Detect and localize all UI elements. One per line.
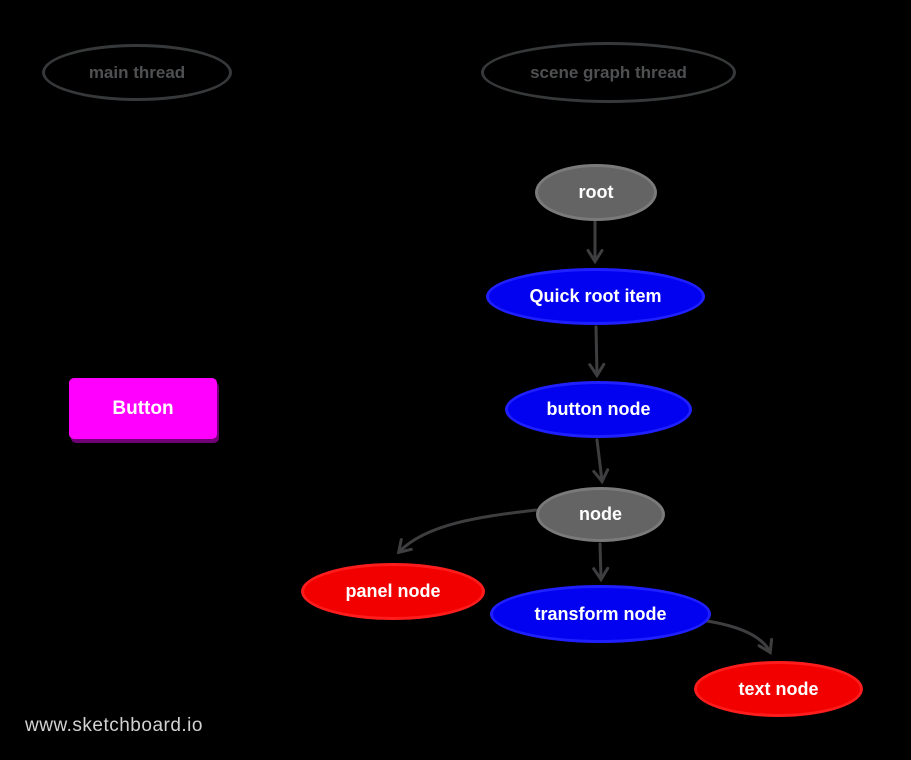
edge-transform-node-to-text-node <box>705 619 774 655</box>
node-panel-node[interactable]: panel node <box>301 563 485 620</box>
button-rectangle[interactable]: Button <box>69 378 217 439</box>
edge-node-to-panel-node <box>396 508 538 555</box>
lane-scene-graph-thread-label: scene graph thread <box>530 62 687 82</box>
node-quick-root-item-label: Quick root item <box>529 286 662 306</box>
node-text-node-label: text node <box>738 678 819 699</box>
lane-scene-graph-thread[interactable]: scene graph thread <box>481 42 736 103</box>
edge-button-node-to-node <box>592 438 610 485</box>
node-node[interactable]: node <box>536 487 665 542</box>
node-transform-node-label: transform node <box>534 603 667 624</box>
node-text-node[interactable]: text node <box>694 661 863 717</box>
lane-main-thread-label: main thread <box>88 62 186 82</box>
node-node-label: node <box>579 504 622 524</box>
node-root[interactable]: root <box>535 164 657 221</box>
button-rectangle-label: Button <box>112 397 174 419</box>
node-button-node[interactable]: button node <box>505 381 692 438</box>
node-transform-node[interactable]: transform node <box>490 585 711 643</box>
node-root-label: root <box>578 182 614 202</box>
edge-node-to-transform-node <box>592 542 610 583</box>
edge-quick-root-item-to-button-node <box>588 325 606 379</box>
node-quick-root-item[interactable]: Quick root item <box>486 268 705 325</box>
sketchboard-watermark: www.sketchboard.io <box>25 715 203 736</box>
node-button-node-label: button node <box>546 399 651 419</box>
lane-main-thread[interactable]: main thread <box>42 44 232 101</box>
node-panel-node-label: panel node <box>345 581 441 601</box>
